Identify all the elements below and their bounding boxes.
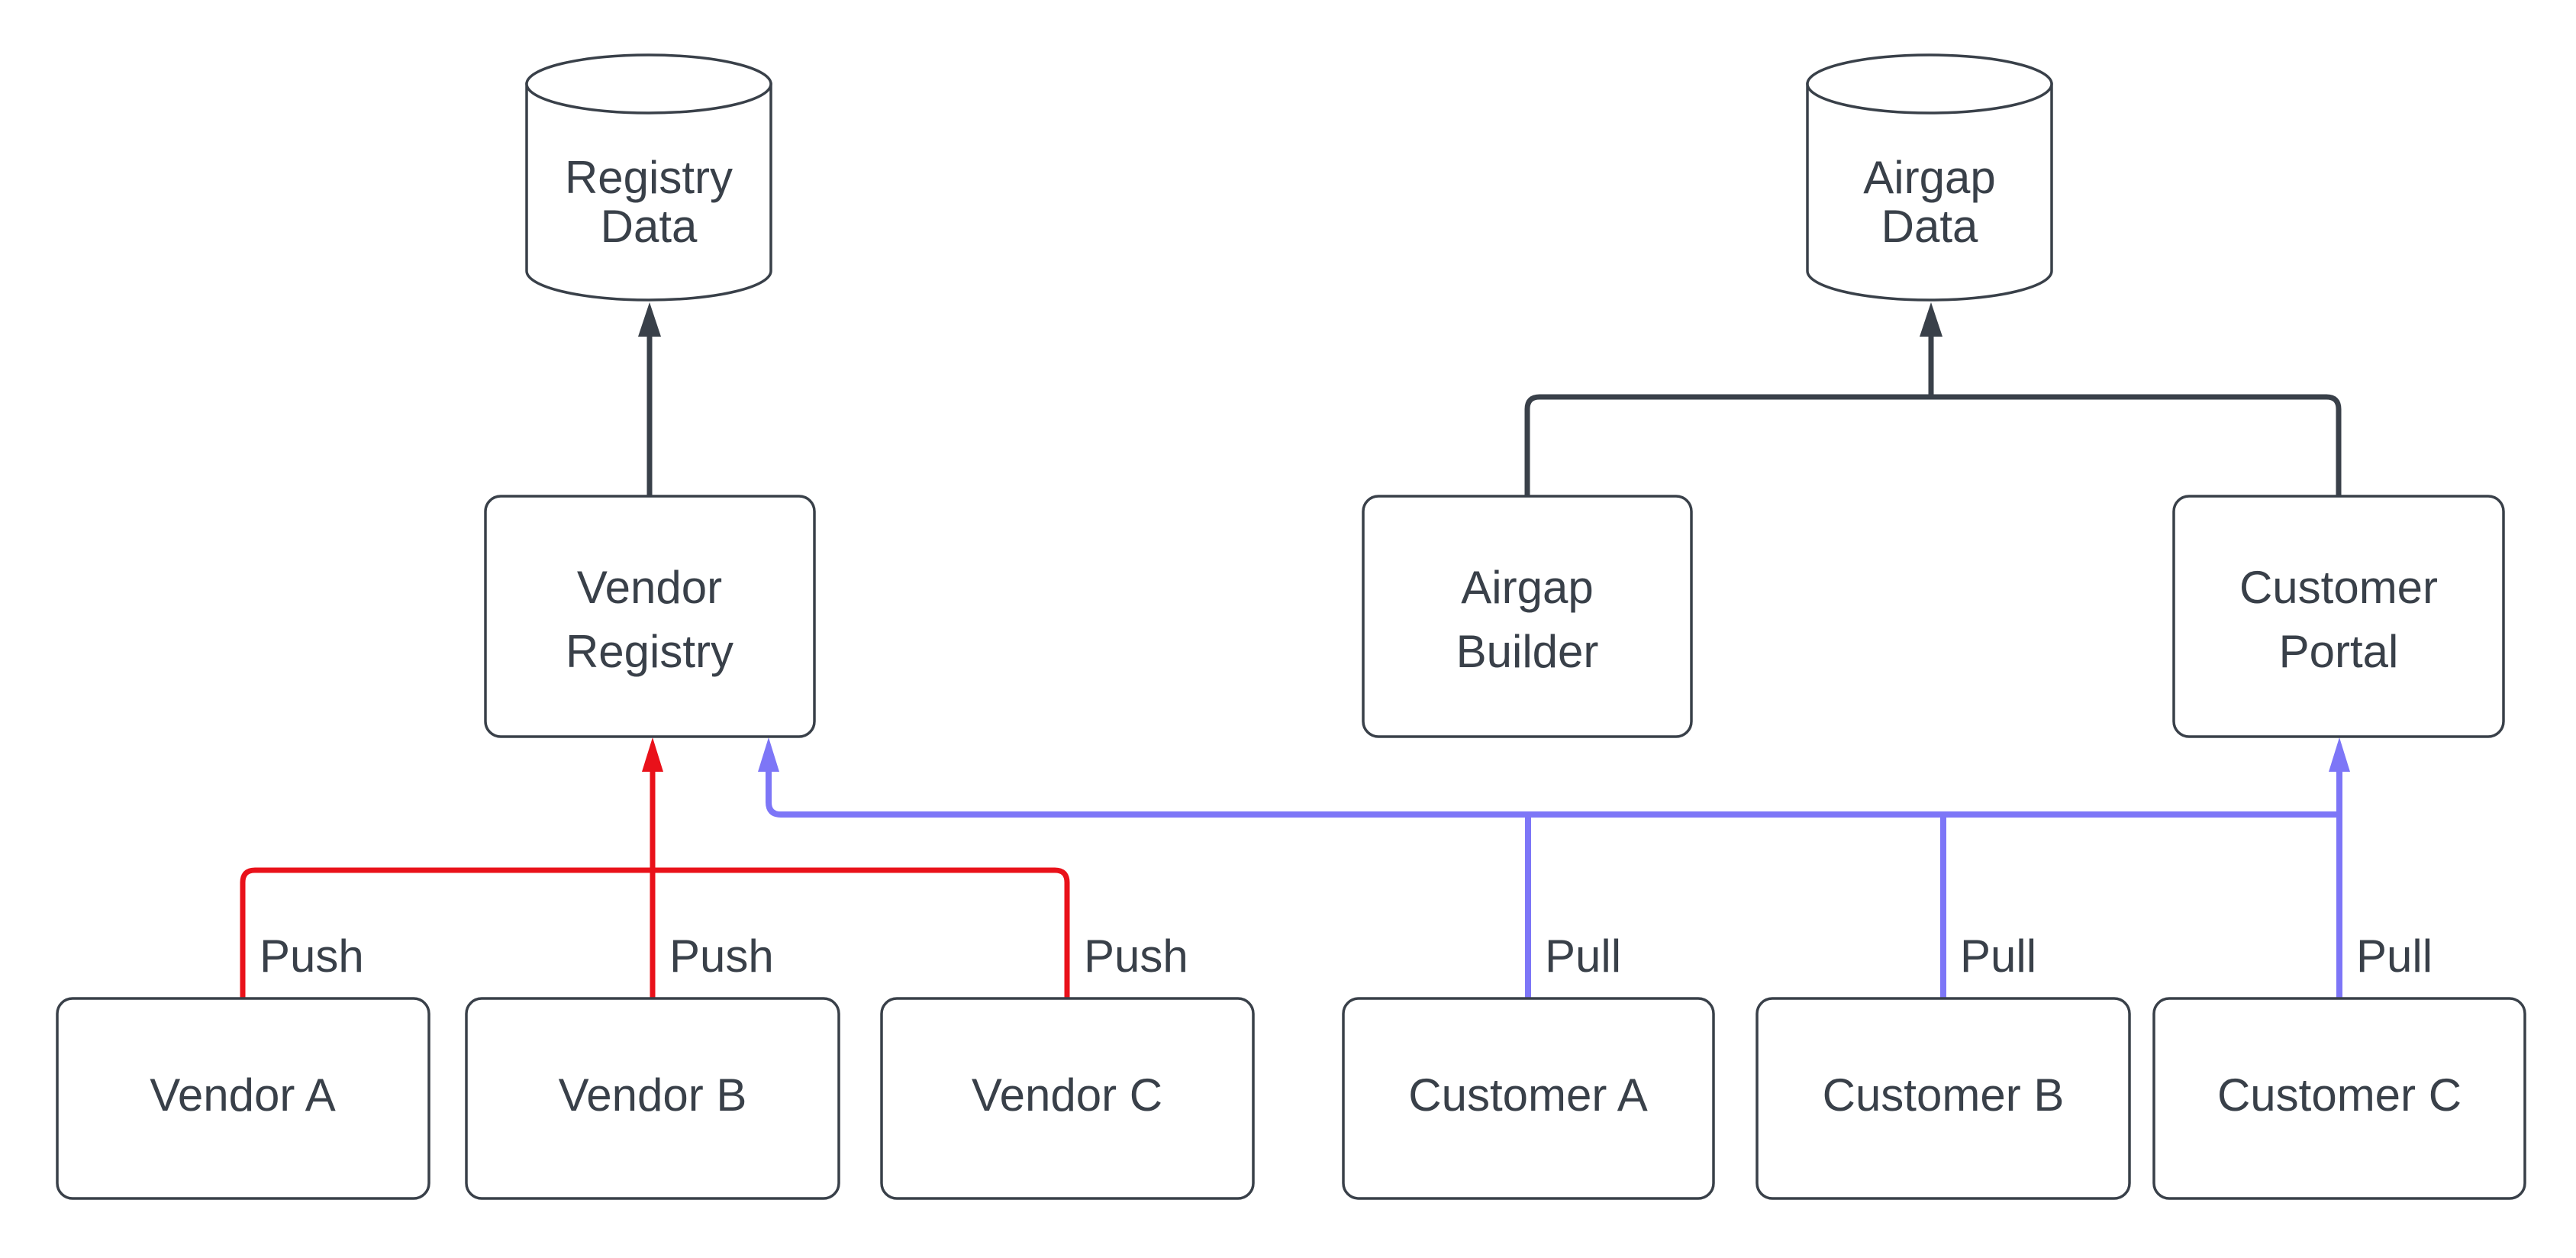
node-vendor-c: Vendor C bbox=[880, 997, 1255, 1200]
node-customer-b: Customer B bbox=[1755, 997, 2131, 1200]
cylinder-body bbox=[1806, 82, 2053, 302]
node-label: Customer bbox=[2239, 562, 2438, 613]
node-customer-c: Customer C bbox=[2152, 997, 2526, 1200]
node-label: Vendor bbox=[577, 562, 722, 613]
node-label: Vendor B bbox=[559, 1069, 747, 1121]
node-box bbox=[465, 997, 840, 1200]
node-registry-data: Registry Data bbox=[525, 53, 772, 302]
node-box bbox=[484, 495, 816, 738]
edge-label-push-b: Push bbox=[669, 931, 774, 982]
node-label: Registry bbox=[566, 626, 733, 677]
node-box bbox=[1362, 495, 1693, 738]
arrowhead-up-icon bbox=[638, 302, 661, 337]
cylinder-body bbox=[525, 82, 772, 302]
node-label: Airgap bbox=[1863, 152, 1995, 203]
node-customer-a: Customer A bbox=[1342, 997, 1715, 1200]
node-label: Customer B bbox=[1823, 1069, 2065, 1121]
cylinder-top bbox=[1806, 53, 2053, 115]
node-label: Portal bbox=[2279, 626, 2399, 677]
node-label: Data bbox=[601, 201, 698, 252]
node-box bbox=[2152, 997, 2526, 1200]
edges-pull bbox=[758, 737, 2350, 998]
edge-label-pull-a: Pull bbox=[1545, 931, 1621, 982]
arrowhead-up-icon bbox=[642, 737, 663, 772]
edge-line bbox=[766, 769, 2339, 818]
cylinder-top bbox=[525, 53, 772, 115]
node-vendor-b: Vendor B bbox=[465, 997, 840, 1200]
node-label: Vendor A bbox=[150, 1069, 336, 1121]
node-box bbox=[2172, 495, 2505, 738]
edge-vendor-registry-to-registry-data bbox=[638, 302, 661, 496]
node-label: Registry bbox=[565, 152, 733, 203]
node-label: Data bbox=[1881, 201, 1978, 252]
edge-label-pull-c: Pull bbox=[2356, 931, 2433, 982]
node-box bbox=[1755, 997, 2131, 1200]
edge-label-push-a: Push bbox=[260, 931, 364, 982]
edges-push bbox=[240, 737, 1070, 998]
arrowhead-up-icon bbox=[2329, 737, 2350, 772]
node-label: Customer C bbox=[2217, 1069, 2462, 1121]
node-box bbox=[1342, 997, 1715, 1200]
node-box bbox=[880, 997, 1255, 1200]
edge-label-push-c: Push bbox=[1084, 931, 1188, 982]
node-label: Builder bbox=[1456, 626, 1599, 677]
node-customer-portal: Customer Portal bbox=[2172, 495, 2505, 738]
arrowhead-up-icon bbox=[1920, 302, 1942, 337]
node-airgap-builder: Airgap Builder bbox=[1362, 495, 1693, 738]
edge-label-pull-b: Pull bbox=[1960, 931, 2036, 982]
node-label: Customer A bbox=[1408, 1069, 1647, 1121]
node-label: Vendor C bbox=[972, 1069, 1162, 1121]
arrowhead-up-icon bbox=[758, 737, 779, 772]
edge-line bbox=[1524, 394, 2342, 496]
node-airgap-data: Airgap Data bbox=[1806, 53, 2053, 302]
node-box bbox=[56, 997, 430, 1200]
edge-airgap-builder-and-customer-portal-to-airgap-data bbox=[1524, 302, 2342, 496]
node-vendor-a: Vendor A bbox=[56, 997, 430, 1200]
node-label: Airgap bbox=[1461, 562, 1593, 613]
node-vendor-registry: Vendor Registry bbox=[484, 495, 816, 738]
